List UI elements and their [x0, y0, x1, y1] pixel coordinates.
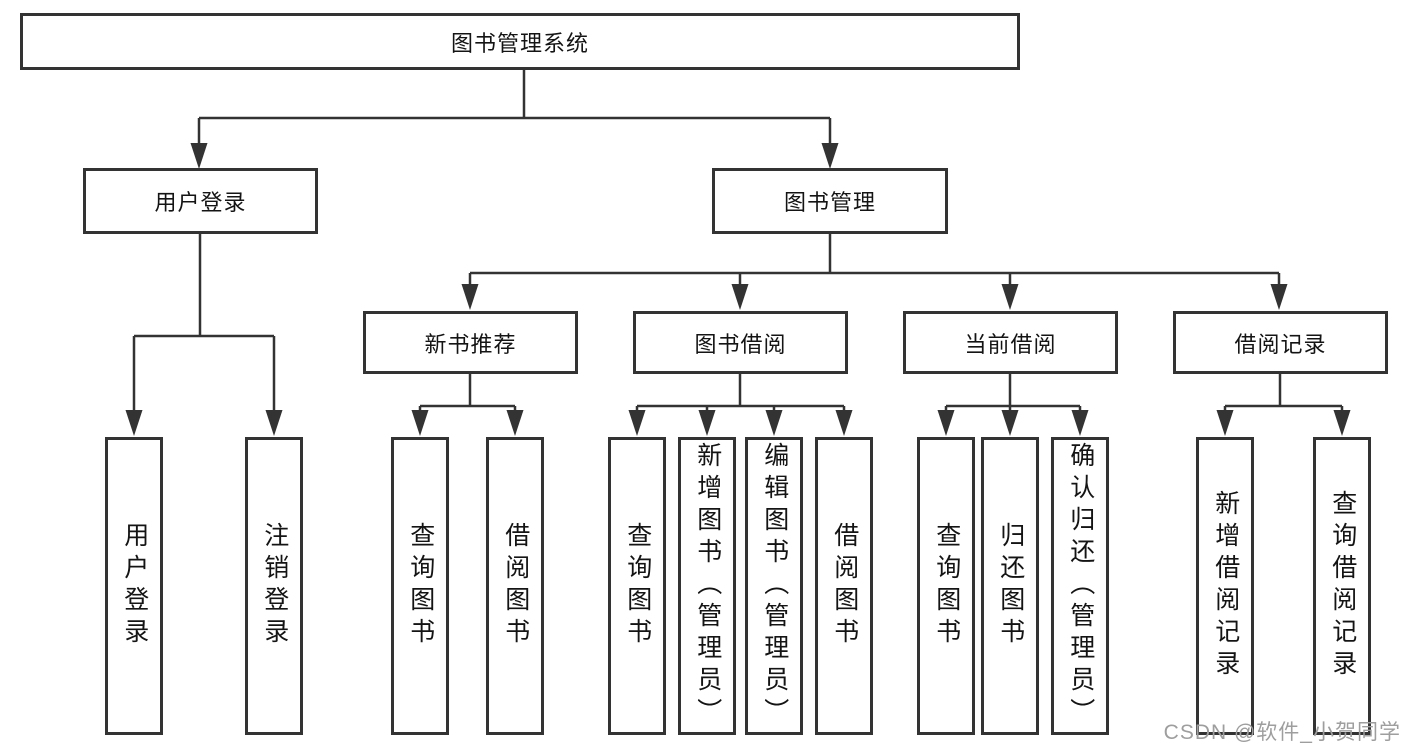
node-book-management: 图书管理: [712, 168, 948, 234]
leaf-borrow-books-2-label: 借阅图书: [830, 522, 859, 650]
leaf-query-books-2: 查询图书: [608, 437, 666, 735]
leaf-query-books-3: 查询图书: [917, 437, 975, 735]
leaf-borrow-books-1-label: 借阅图书: [501, 522, 530, 650]
node-book-borrowing: 图书借阅: [633, 311, 848, 374]
leaf-logout-login: 注销登录: [245, 437, 303, 735]
leaf-add-borrow-record-label: 新增借阅记录: [1211, 490, 1240, 682]
leaf-logout-login-label: 注销登录: [260, 522, 289, 650]
leaf-add-books-admin: 新增图书（管理员）: [678, 437, 736, 735]
leaf-query-books-1-label: 查询图书: [406, 522, 435, 650]
leaf-query-books-3-label: 查询图书: [932, 522, 961, 650]
watermark: CSDN @软件_小贺同学: [1163, 721, 1401, 744]
leaf-query-books-2-label: 查询图书: [623, 522, 652, 650]
node-borrowing-records: 借阅记录: [1173, 311, 1388, 374]
node-new-book-recommend: 新书推荐: [363, 311, 578, 374]
leaf-query-borrow-record: 查询借阅记录: [1313, 437, 1371, 735]
leaf-edit-books-admin-label: 编辑图书（管理员）: [760, 442, 789, 730]
leaf-add-borrow-record: 新增借阅记录: [1196, 437, 1254, 735]
leaf-user-login-label: 用户登录: [120, 522, 149, 650]
leaf-confirm-return-admin-label: 确认归还（管理员）: [1066, 442, 1095, 730]
leaf-return-books: 归还图书: [981, 437, 1039, 735]
node-current-borrowing: 当前借阅: [903, 311, 1118, 374]
leaf-borrow-books-2: 借阅图书: [815, 437, 873, 735]
node-library-management-system: 图书管理系统: [20, 13, 1020, 70]
leaf-borrow-books-1: 借阅图书: [486, 437, 544, 735]
node-user-login: 用户登录: [83, 168, 318, 234]
leaf-query-borrow-record-label: 查询借阅记录: [1328, 490, 1357, 682]
leaf-return-books-label: 归还图书: [996, 522, 1025, 650]
leaf-add-books-admin-label: 新增图书（管理员）: [693, 442, 722, 730]
leaf-edit-books-admin: 编辑图书（管理员）: [745, 437, 803, 735]
leaf-user-login: 用户登录: [105, 437, 163, 735]
leaf-query-books-1: 查询图书: [391, 437, 449, 735]
leaf-confirm-return-admin: 确认归还（管理员）: [1051, 437, 1109, 735]
